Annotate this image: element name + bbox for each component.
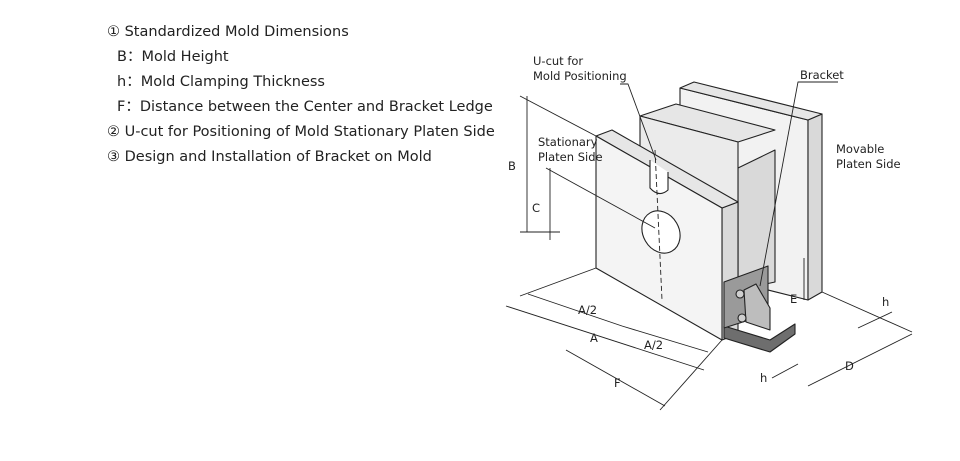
ucut-label-line1: U-cut for	[533, 54, 583, 68]
movable-label-line1: Movable	[836, 142, 884, 156]
dim-D-label: D	[845, 359, 854, 373]
list-item-standardized: ① Standardized Mold Dimensions	[107, 24, 349, 40]
stationary-label-line1: Stationary	[538, 135, 598, 149]
bracket-bolt-top	[735, 289, 745, 299]
list-item-bracket-distance: F：Distance between the Center and Bracke…	[117, 99, 493, 115]
dim-ext-left	[519, 267, 597, 297]
dim-A-half-2-line	[621, 325, 709, 353]
list-item-mold-height: B：Mold Height	[117, 49, 229, 65]
dim-E-label: E	[790, 292, 797, 306]
dim-B-label: B	[508, 159, 516, 173]
center-line	[654, 149, 663, 301]
dim-B-ext-top	[519, 95, 597, 137]
ucut-notch	[649, 160, 669, 195]
dim-h-top-line	[857, 311, 893, 329]
list-item-bracket-design: ③ Design and Installation of Bracket on …	[107, 149, 432, 165]
dim-A-label: A	[590, 331, 598, 345]
dim-A-half-1-label: A/2	[578, 303, 597, 317]
dim-A-half-2-label: A/2	[644, 338, 663, 352]
ucut-label-line2: Mold Positioning	[533, 69, 627, 83]
dim-D-ext	[821, 291, 913, 333]
locate-ring-hole	[641, 210, 681, 254]
dim-F-line	[565, 349, 666, 407]
dim-h-bottom-label: h	[760, 371, 767, 385]
movable-plate-top	[679, 81, 823, 121]
bracket-bolt-bottom	[737, 313, 747, 323]
dim-C-ext	[545, 167, 656, 229]
dim-h-bottom-line	[771, 363, 799, 379]
ucut-leader	[620, 83, 657, 161]
dimension-list: ① Standardized Mold Dimensions B：Mold He…	[107, 20, 495, 170]
dim-C-label: C	[532, 201, 540, 215]
dim-F-ext-right	[659, 339, 723, 411]
bracket-label: Bracket	[800, 68, 844, 82]
dim-A-half-1-line	[527, 293, 623, 327]
bracket-base	[723, 323, 796, 353]
dim-A-line	[505, 305, 705, 371]
dim-D-line	[807, 333, 913, 387]
mold-body-side	[737, 149, 776, 291]
list-item-ucut: ② U-cut for Positioning of Mold Stationa…	[107, 124, 495, 140]
dim-h-top-label: h	[882, 295, 889, 309]
stationary-label-line2: Platen Side	[538, 150, 603, 164]
movable-label-line2: Platen Side	[836, 157, 901, 171]
list-item-clamping-thickness: h：Mold Clamping Thickness	[117, 74, 325, 90]
bracket-leader	[759, 81, 838, 287]
dim-F-label: F	[614, 376, 621, 390]
movable-plate-side	[807, 113, 823, 301]
